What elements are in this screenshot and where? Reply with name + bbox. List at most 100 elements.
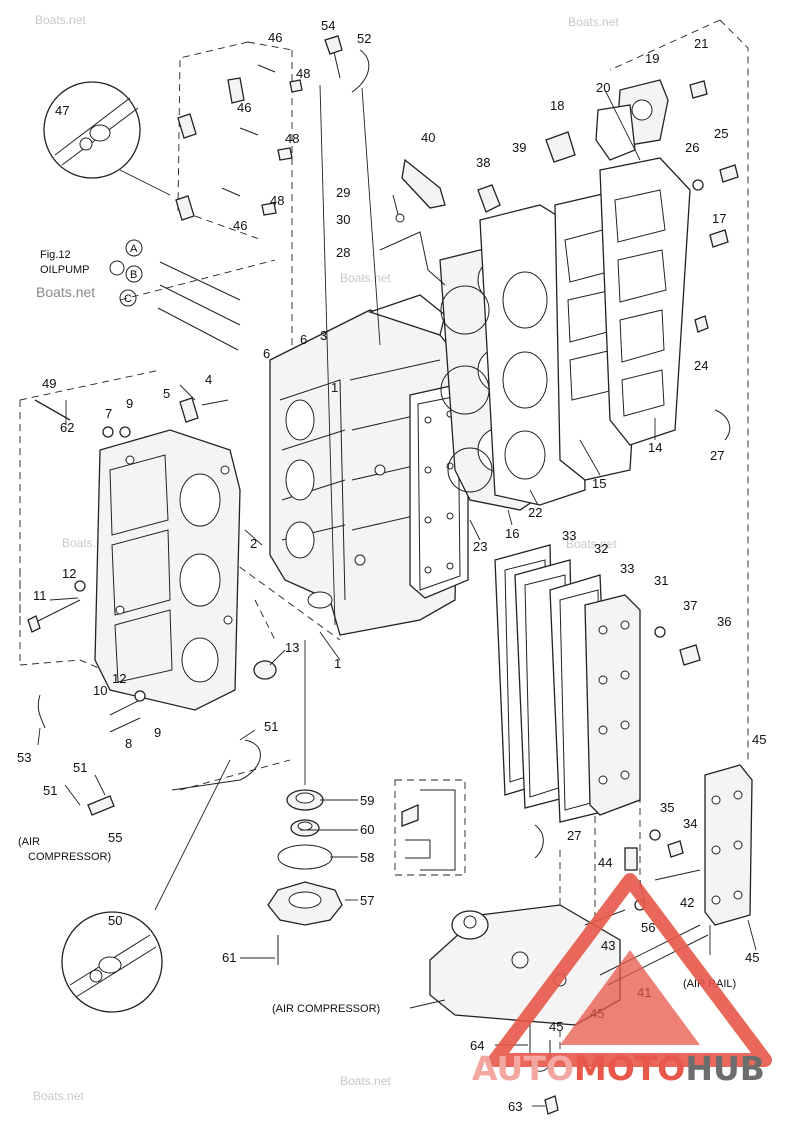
fig-ref-label: Fig.12 xyxy=(40,249,71,261)
circle-letter-marker xyxy=(119,289,137,307)
part-labels: 1 1 2 3 4 5 6 6 7 8 9 9 10 11 12 12 13 1… xyxy=(17,18,766,1114)
connector-marker xyxy=(109,260,125,276)
part-label: 50 xyxy=(108,913,122,928)
part-label: 27 xyxy=(710,448,724,463)
air-rail xyxy=(704,764,753,926)
part-label: 45 xyxy=(549,1019,563,1034)
part-label: 5 xyxy=(163,386,170,401)
circle-letter: A xyxy=(130,243,138,255)
part-label: 25 xyxy=(714,126,728,141)
part-label: 64 xyxy=(470,1038,484,1053)
part-label: 9 xyxy=(154,725,161,740)
part-label: 45 xyxy=(752,732,766,747)
part-label: 2 xyxy=(250,536,257,551)
logo-text-auto: AUTOMOTOHUB xyxy=(472,1049,765,1088)
part-label: 45 xyxy=(745,950,759,965)
site-watermark: Boats.net xyxy=(340,271,391,285)
site-watermark: Boats.net xyxy=(36,284,95,300)
part-label: 48 xyxy=(270,193,284,208)
exhaust-cover-gaskets xyxy=(494,544,641,823)
part-label: 15 xyxy=(592,476,606,491)
part-label: 61 xyxy=(222,950,236,965)
air-compressor-annotation: (AIR COMPRESSOR) xyxy=(272,1003,380,1015)
crankcase xyxy=(94,429,241,711)
site-watermark: Boats.net xyxy=(33,1089,84,1103)
seal-stack xyxy=(267,640,343,926)
part-label: 6 xyxy=(300,332,307,347)
oil-pump-reference: Fig.12 OILPUMP Boats.net A B C xyxy=(36,239,143,307)
part-label: 30 xyxy=(336,212,350,227)
site-watermark: Boats.net xyxy=(35,13,86,27)
callout-detail-50 xyxy=(61,759,231,1013)
part-label: 33 xyxy=(620,561,634,576)
part-label: 18 xyxy=(550,98,564,113)
part-label: 8 xyxy=(125,736,132,751)
part-label: 7 xyxy=(105,406,112,421)
part-label: 54 xyxy=(321,18,335,33)
circle-letter-marker xyxy=(125,265,143,283)
air-compressor xyxy=(429,904,621,1026)
automotohub-logo: AUTOMOTOHUB xyxy=(472,873,772,1088)
part-label: 51 xyxy=(264,719,278,734)
part-label: 10 xyxy=(93,683,107,698)
part-label: 1 xyxy=(331,380,338,395)
part-label: 17 xyxy=(712,211,726,226)
part-label: 46 xyxy=(237,100,251,115)
part-label: 37 xyxy=(683,598,697,613)
part-label: 27 xyxy=(567,828,581,843)
part-label: 1 xyxy=(334,656,341,671)
part-label: 51 xyxy=(73,760,87,775)
part-label: 36 xyxy=(717,614,731,629)
circle-letter-marker xyxy=(125,239,143,257)
part-label: 35 xyxy=(660,800,674,815)
part-label: 11 xyxy=(33,588,47,603)
part-label: 55 xyxy=(108,830,122,845)
part-label: 48 xyxy=(285,131,299,146)
part-label: 52 xyxy=(357,31,371,46)
part-label: 63 xyxy=(508,1099,522,1114)
part-label: 12 xyxy=(112,671,126,686)
part-label: 39 xyxy=(512,140,526,155)
part-label: 53 xyxy=(17,750,31,765)
circle-letter: C xyxy=(124,293,132,305)
part-label: 43 xyxy=(601,938,615,953)
logo-triangle-icon xyxy=(488,873,772,1067)
cylinder-block xyxy=(269,294,469,636)
part-label: 31 xyxy=(654,573,668,588)
part-label: 58 xyxy=(360,850,374,865)
part-label: 34 xyxy=(683,816,697,831)
callout-detail-47 xyxy=(43,81,171,196)
part-label: 60 xyxy=(360,822,374,837)
part-label: 56 xyxy=(641,920,655,935)
part-label: 57 xyxy=(360,893,374,908)
part-label: 22 xyxy=(528,505,542,520)
part-label: 6 xyxy=(263,346,270,361)
part-label: 48 xyxy=(296,66,310,81)
part-label: 33 xyxy=(562,528,576,543)
part-label: 4 xyxy=(205,372,212,387)
part-label: 28 xyxy=(336,245,350,260)
part-label: 38 xyxy=(476,155,490,170)
site-watermark: Boats.net xyxy=(340,1074,391,1088)
site-watermark: Boats.net xyxy=(568,15,619,29)
site-watermark: Boats.net xyxy=(566,537,617,551)
part-label: 47 xyxy=(55,103,69,118)
part-label: 24 xyxy=(694,358,708,373)
part-label: 20 xyxy=(596,80,610,95)
part-label: 3 xyxy=(320,328,327,343)
part-label: 46 xyxy=(268,30,282,45)
part-label: 19 xyxy=(645,51,659,66)
part-label: 13 xyxy=(285,640,299,655)
part-label: 44 xyxy=(598,855,612,870)
part-label: 29 xyxy=(336,185,350,200)
part-label: 49 xyxy=(42,376,56,391)
part-label: 59 xyxy=(360,793,374,808)
part-label: 26 xyxy=(685,140,699,155)
part-label: 21 xyxy=(694,36,708,51)
fasteners xyxy=(27,35,739,1115)
part-label: 62 xyxy=(60,420,74,435)
part-label: 51 xyxy=(43,783,57,798)
